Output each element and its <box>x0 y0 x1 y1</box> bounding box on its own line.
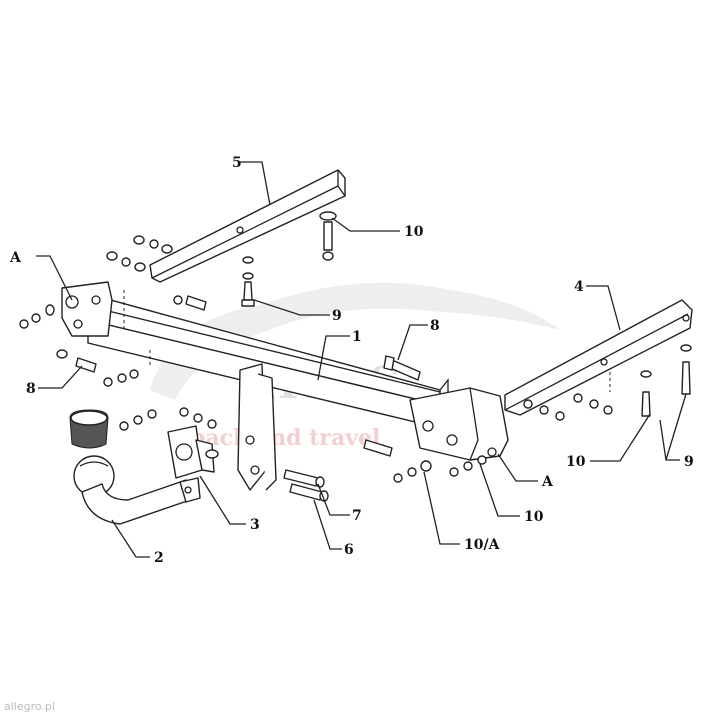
callout-8-left: 8 <box>26 381 36 397</box>
callout-7: 7 <box>352 508 362 524</box>
callout-1: 1 <box>352 329 362 345</box>
callout-3: 3 <box>250 517 260 533</box>
socket-plate-part-3 <box>167 425 219 479</box>
callout-A-left: A <box>9 250 22 266</box>
assembly-lines <box>123 290 611 392</box>
tow-ball-part-2 <box>69 409 201 525</box>
callout-10-right-bottom: 10 <box>524 509 544 525</box>
callout-9-right: 9 <box>684 454 694 470</box>
bolt-group-right <box>363 355 421 457</box>
callout-10-top: 10 <box>404 224 424 240</box>
nut-washer-group-socket <box>119 407 217 431</box>
hardware-fasteners <box>19 211 692 483</box>
nut-washer-group-top-left <box>106 235 207 311</box>
callout-10A: 10/A <box>464 537 501 553</box>
callout-4: 4 <box>574 279 584 295</box>
bolt-part-9-top <box>241 211 337 307</box>
bolts-part-6-7 <box>283 469 329 502</box>
callout-6: 6 <box>344 542 354 558</box>
callout-2: 2 <box>154 550 164 566</box>
main-beam-part-1 <box>61 281 509 491</box>
bracket-part-4 <box>504 299 693 416</box>
watermark-tagline: pack and travel <box>190 425 380 451</box>
bracket-part-5 <box>149 169 346 283</box>
leader-lines <box>36 161 687 558</box>
callout-8-right: 8 <box>430 318 440 334</box>
callout-labels: A 5 10 9 1 8 8 4 A 10 9 10 10/A 7 6 3 2 <box>9 155 694 566</box>
callout-A-right: A <box>541 474 554 490</box>
callout-5: 5 <box>232 155 242 171</box>
nut-washer-group-bottom <box>393 455 487 483</box>
callout-9-top: 9 <box>332 308 342 324</box>
nut-washer-group-left <box>19 304 139 387</box>
callout-10-right-top: 10 <box>566 454 586 470</box>
image-credit: allegro.pl <box>4 700 55 713</box>
nut-washer-group-right <box>523 344 692 421</box>
